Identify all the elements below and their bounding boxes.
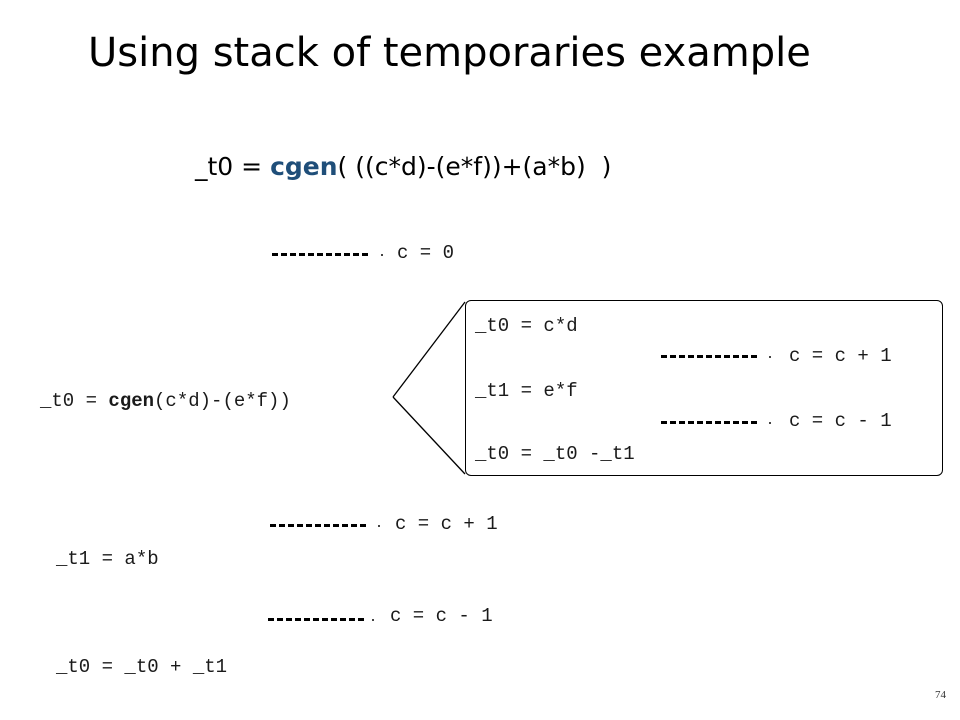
callout-line-top (392, 301, 466, 398)
main-expression-lhs: _t0 = (195, 152, 271, 181)
main-expression-cgen: cgen (270, 152, 338, 181)
dash-arrow-c0 (272, 253, 368, 256)
box-line-c-inc: c = c + 1 (789, 345, 892, 367)
c-inc-line: c = c + 1 (395, 513, 498, 535)
main-expression: _t0 = cgen( ((c*d)-(e*f))+(a*b) ) (195, 152, 611, 181)
slide-title: Using stack of temporaries example (88, 30, 811, 76)
left-cgen-call: _t0 = cgen(c*d)-(e*f)) (40, 390, 291, 412)
c-dec-line: c = c - 1 (390, 605, 493, 627)
dash-arrow-dot (769, 422, 771, 424)
c-zero-line: c = 0 (397, 242, 455, 264)
page-number: 74 (935, 689, 946, 701)
t1-ab-line: _t1 = a*b (56, 548, 159, 570)
left-cgen-args: (c*d)-(e*f)) (154, 390, 291, 412)
box-line-t0-cd: _t0 = c*d (475, 315, 578, 337)
box-line-c-dec: c = c - 1 (789, 410, 892, 432)
dash-arrow-dot (372, 619, 374, 621)
box-line-t0-sub: _t0 = _t0 -_t1 (475, 443, 635, 465)
dash-arrow-box-inc (661, 355, 757, 358)
left-cgen-lhs: _t0 = (40, 390, 109, 412)
callout-line-bottom (392, 396, 466, 475)
dash-arrow-dot (381, 254, 383, 256)
dash-arrow-box-dec (661, 421, 757, 424)
dash-arrow-dot (378, 525, 380, 527)
dash-arrow-inc2 (270, 524, 366, 527)
left-cgen-func: cgen (108, 390, 155, 412)
dash-arrow-dot (769, 356, 771, 358)
expansion-box (465, 300, 943, 476)
box-line-t1-ef: _t1 = e*f (475, 380, 578, 402)
final-add-line: _t0 = _t0 + _t1 (56, 656, 228, 678)
main-expression-args: ( ((c*d)-(e*f))+(a*b) ) (337, 152, 612, 181)
dash-arrow-dec2 (268, 618, 364, 621)
